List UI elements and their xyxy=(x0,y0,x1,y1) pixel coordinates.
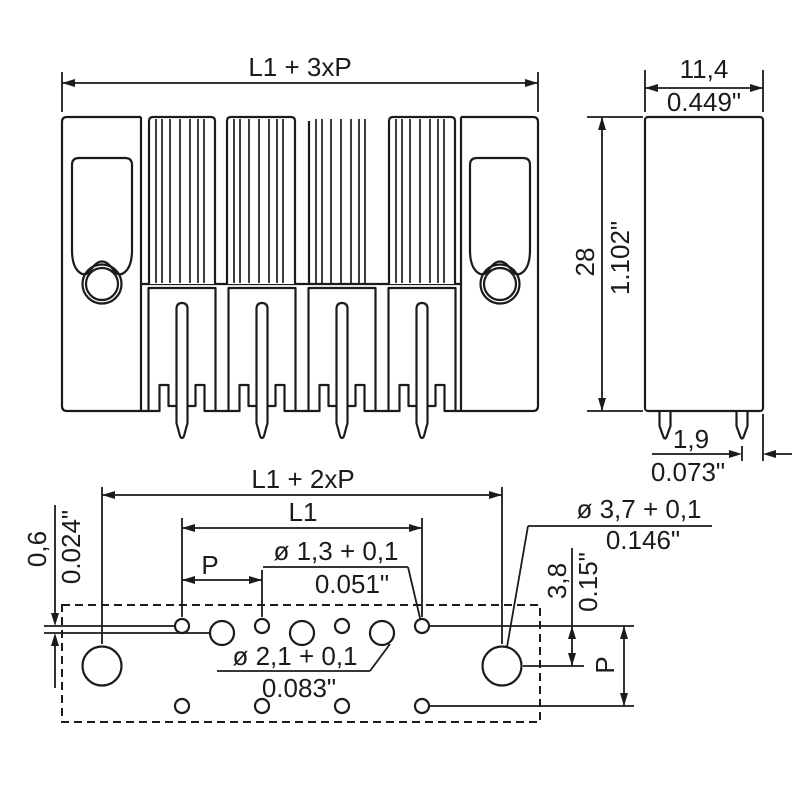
label-hole-small-in: 0.051" xyxy=(315,569,389,599)
dim-label-large-hole-offset-in: 0.15" xyxy=(573,552,603,612)
arrow-down-icon xyxy=(568,653,576,666)
dim-label-pin-edge-in: 0.073" xyxy=(651,457,725,487)
label-hole-large-in: 0.146" xyxy=(606,525,680,555)
pin-hole-small xyxy=(413,697,431,715)
dim-front-total-width: L1 + 3xP xyxy=(61,52,539,112)
side-body xyxy=(643,115,765,413)
footprint-view: L1 + 2xP L1 P ø 1,3 + 0,1 0.051" ø 3,7 +… xyxy=(22,464,712,723)
arrow-left-icon xyxy=(102,491,115,499)
connector-body-outline xyxy=(60,115,540,413)
dim-label-side-width-mm: 11,4 xyxy=(680,54,729,84)
aux-hole-medium xyxy=(368,619,396,647)
dim-label-fp-total-span: L1 + 2xP xyxy=(251,464,354,494)
pin-hole-small xyxy=(333,617,351,635)
arrow-up-icon xyxy=(620,626,628,639)
dim-fp-pitch: P xyxy=(182,550,263,617)
dim-row-offset: 0,6 0.024" xyxy=(22,505,86,688)
dim-pin-edge: 1,9 0.073" xyxy=(651,414,792,487)
dim-side-height: 28 1.102" xyxy=(570,116,643,412)
arrow-right-icon xyxy=(249,576,262,584)
pin-hole-small xyxy=(333,697,351,715)
rib-lines xyxy=(155,119,445,283)
dim-label-side-height-in: 1.102" xyxy=(605,221,635,295)
dim-label-side-width-in: 0.449" xyxy=(667,87,741,117)
arrow-left-icon xyxy=(62,79,75,87)
dim-label-row-offset-in: 0.024" xyxy=(56,510,86,584)
arrow-right-icon xyxy=(525,79,538,87)
arrow-down-icon xyxy=(51,613,59,626)
pin-hole-small xyxy=(253,617,271,635)
rib-block xyxy=(387,115,457,284)
dim-label-front-total-width: L1 + 3xP xyxy=(248,52,351,82)
side-pin-right xyxy=(735,412,749,440)
dim-fp-total-span: L1 + 2xP xyxy=(101,464,503,644)
dim-label-side-height-mm: 28 xyxy=(570,248,600,277)
arrow-left-icon xyxy=(182,524,195,532)
arrow-up-icon xyxy=(568,626,576,639)
arrow-right-icon xyxy=(729,450,742,458)
screw-hole-right xyxy=(479,263,521,305)
label-hole-medium-in: 0.083" xyxy=(262,673,336,703)
mounting-hole-right xyxy=(481,645,523,687)
dim-fp-l1: L1 xyxy=(181,497,423,617)
side-view: 11,4 0.449" 28 1.102" 1,9 0.073" xyxy=(570,54,792,487)
label-hole-medium-mm: ø 2,1 + 0,1 xyxy=(232,641,357,671)
footprint-outline xyxy=(61,604,541,723)
ribbed-blocks xyxy=(147,115,457,284)
arrow-up-icon xyxy=(598,117,606,130)
solder-pin xyxy=(255,301,269,440)
arrow-left-icon xyxy=(763,450,776,458)
dim-label-fp-pitch: P xyxy=(201,550,218,580)
aux-hole-medium xyxy=(208,619,236,647)
solder-pins-front xyxy=(175,301,429,440)
solder-pin xyxy=(175,301,189,440)
arrow-down-icon xyxy=(598,398,606,411)
dim-label-large-hole-offset-mm: 3,8 xyxy=(542,563,572,599)
flange-slot-left xyxy=(70,156,134,276)
dim-label-row-offset-mm: 0,6 xyxy=(22,531,52,567)
dim-label-pin-edge-mm: 1,9 xyxy=(673,424,709,454)
dim-large-hole-offset: 3,8 0.15" xyxy=(542,548,603,666)
dim-label-row-pitch: P xyxy=(590,656,620,673)
front-view: L1 + 3xP xyxy=(60,52,540,440)
side-pin-left xyxy=(658,412,672,440)
label-hole-large-mm: ø 3,7 + 0,1 xyxy=(576,494,701,524)
arrow-right-icon xyxy=(489,491,502,499)
arrow-down-icon xyxy=(620,693,628,706)
rib-block xyxy=(225,115,297,284)
drill-holes xyxy=(81,617,523,715)
aux-hole-medium xyxy=(288,619,316,647)
pin-hole-small xyxy=(253,697,271,715)
pin-hole-small xyxy=(413,617,431,635)
dim-label-fp-l1: L1 xyxy=(289,497,318,527)
mounting-hole-left xyxy=(81,645,123,687)
arrow-left-icon xyxy=(645,84,658,92)
screw-hole-left-inner xyxy=(84,266,120,302)
arrow-right-icon xyxy=(750,84,763,92)
arrow-left-icon xyxy=(182,576,195,584)
dim-side-width: 11,4 0.449" xyxy=(644,54,764,117)
label-hole-small-mm: ø 1,3 + 0,1 xyxy=(273,536,398,566)
label-hole-large: ø 3,7 + 0,1 0.146" xyxy=(506,494,712,648)
pin-hole-small xyxy=(173,697,191,715)
pin-hole-small xyxy=(173,617,191,635)
flange-slot-right xyxy=(468,156,532,276)
rib-block xyxy=(147,115,217,284)
label-hole-small: ø 1,3 + 0,1 0.051" xyxy=(263,536,421,619)
row-reference-lines xyxy=(44,625,634,707)
screw-hole-left xyxy=(81,263,123,305)
label-hole-medium: ø 2,1 + 0,1 0.083" xyxy=(217,641,391,703)
dim-row-pitch: P xyxy=(590,626,628,706)
arrow-right-icon xyxy=(409,524,422,532)
solder-pin xyxy=(335,301,349,440)
pin-shrouds xyxy=(147,286,457,413)
flange-inner-walls xyxy=(139,117,463,411)
solder-pin xyxy=(415,301,429,440)
screw-hole-right-inner xyxy=(482,266,518,302)
arrow-up-icon xyxy=(51,633,59,646)
